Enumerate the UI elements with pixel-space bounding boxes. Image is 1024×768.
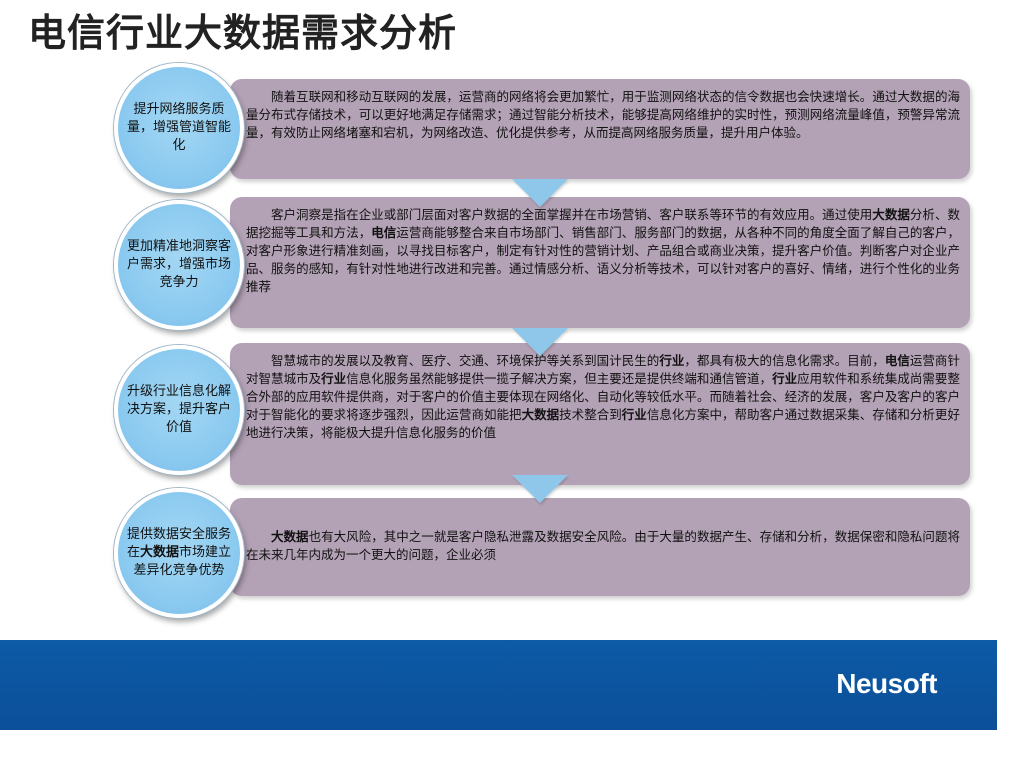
circle-label-1: 提升网络服务质量，增强管道智能化 bbox=[114, 63, 244, 193]
circle-label-3: 升级行业信息化解决方案，提升客户价值 bbox=[114, 345, 244, 475]
text-box-2: 客户洞察是指在企业或部门层面对客户数据的全面掌握并在市场营销、客户联系等环节的有… bbox=[230, 197, 970, 328]
bold-term: 大数据 bbox=[271, 529, 309, 544]
bold-term: 电信 bbox=[371, 225, 397, 240]
text-run: 更加精准地洞察客户需求，增强市场竞争力 bbox=[126, 239, 231, 290]
text-box-4: 大数据也有大风险，其中之一就是客户隐私泄露及数据安全风险。由于大量的数据产生、存… bbox=[230, 498, 970, 596]
circle-text-4: 提供数据安全服务在大数据市场建立差异化竞争优势 bbox=[124, 526, 234, 580]
text-run: 运营商针对智慧城市及 bbox=[246, 353, 960, 386]
bold-term: 电信 bbox=[884, 353, 910, 368]
text-box-3: 智慧城市的发展以及教育、医疗、交通、环境保护等关系到国计民生的行业，都具有极大的… bbox=[230, 343, 970, 485]
bold-term: 大数据 bbox=[872, 207, 910, 222]
bold-term: 大数据 bbox=[521, 407, 560, 422]
down-arrow-icon bbox=[512, 328, 568, 356]
footer-bar: Neusoft bbox=[0, 640, 997, 730]
paragraph-3: 智慧城市的发展以及教育、医疗、交通、环境保护等关系到国计民生的行业，都具有极大的… bbox=[246, 353, 960, 440]
text-run: 随着互联网和移动互联网的发展，运营商的网络将会更加繁忙，用于监测网络状态的信令数… bbox=[246, 89, 960, 140]
bold-term: 行业 bbox=[772, 371, 798, 386]
text-box-1: 随着互联网和移动互联网的发展，运营商的网络将会更加繁忙，用于监测网络状态的信令数… bbox=[230, 79, 970, 179]
page-title: 电信行业大数据需求分析 bbox=[28, 11, 458, 55]
down-arrow-icon bbox=[512, 179, 568, 207]
text-run: 应用软件和系统集成尚需要整合外部的应用软件提供商，对于客户的价值主要体现在网络化… bbox=[246, 371, 960, 422]
paragraph-2: 客户洞察是指在企业或部门层面对客户数据的全面掌握并在市场营销、客户联系等环节的有… bbox=[246, 207, 960, 294]
paragraph-4: 大数据也有大风险，其中之一就是客户隐私泄露及数据安全风险。由于大量的数据产生、存… bbox=[246, 529, 960, 562]
circle-text-1: 提升网络服务质量，增强管道智能化 bbox=[124, 101, 234, 155]
text-run: 升级行业信息化解决方案，提升客户价值 bbox=[126, 384, 231, 435]
circle-label-2: 更加精准地洞察客户需求，增强市场竞争力 bbox=[114, 200, 244, 330]
text-run: 市场建立差异化竞争优势 bbox=[133, 545, 232, 578]
paragraph-1: 随着互联网和移动互联网的发展，运营商的网络将会更加繁忙，用于监测网络状态的信令数… bbox=[246, 89, 960, 140]
content-area: 随着互联网和移动互联网的发展，运营商的网络将会更加繁忙，用于监测网络状态的信令数… bbox=[114, 63, 970, 618]
text-run: 运营商能够整合来自市场部门、销售部门、服务部门的数据，从各种不同的角度全面了解自… bbox=[246, 225, 960, 294]
text-run: 技术整合到 bbox=[559, 407, 622, 422]
bold-term: 行业 bbox=[621, 407, 647, 422]
text-run: 信息化服务虽然能够提供一揽子解决方案，但主要还是提供终端和通信管道， bbox=[346, 371, 773, 386]
bold-term: 大数据 bbox=[139, 545, 179, 560]
text-run: 信息化方案中，帮助客户通过数据采集、存储和分析更好地进行决策，将能极大提升信息化… bbox=[246, 407, 960, 440]
text-run: 提供数据安全服务在 bbox=[126, 527, 231, 560]
circle-text-3: 升级行业信息化解决方案，提升客户价值 bbox=[124, 383, 234, 437]
text-run: 也有大风险，其中之一就是客户隐私泄露及数据安全风险。由于大量的数据产生、存储和分… bbox=[246, 529, 960, 562]
text-run: 智慧城市的发展以及教育、医疗、交通、环境保护等关系到国计民生的 bbox=[271, 353, 660, 368]
text-run: 分析、数据挖掘等工具和方法， bbox=[246, 207, 960, 240]
text-run: 提升网络服务质量，增强管道智能化 bbox=[126, 102, 231, 153]
text-run: 客户洞察是指在企业或部门层面对客户数据的全面掌握并在市场营销、客户联系等环节的有… bbox=[271, 207, 873, 222]
bold-term: 行业 bbox=[321, 371, 347, 386]
down-arrow-icon bbox=[512, 475, 568, 503]
text-run: ，都具有极大的信息化需求。目前， bbox=[684, 353, 885, 368]
circle-label-4: 提供数据安全服务在大数据市场建立差异化竞争优势 bbox=[114, 488, 244, 618]
brand-logo: Neusoft bbox=[836, 668, 937, 699]
circle-text-2: 更加精准地洞察客户需求，增强市场竞争力 bbox=[124, 238, 234, 292]
bold-term: 行业 bbox=[659, 353, 685, 368]
